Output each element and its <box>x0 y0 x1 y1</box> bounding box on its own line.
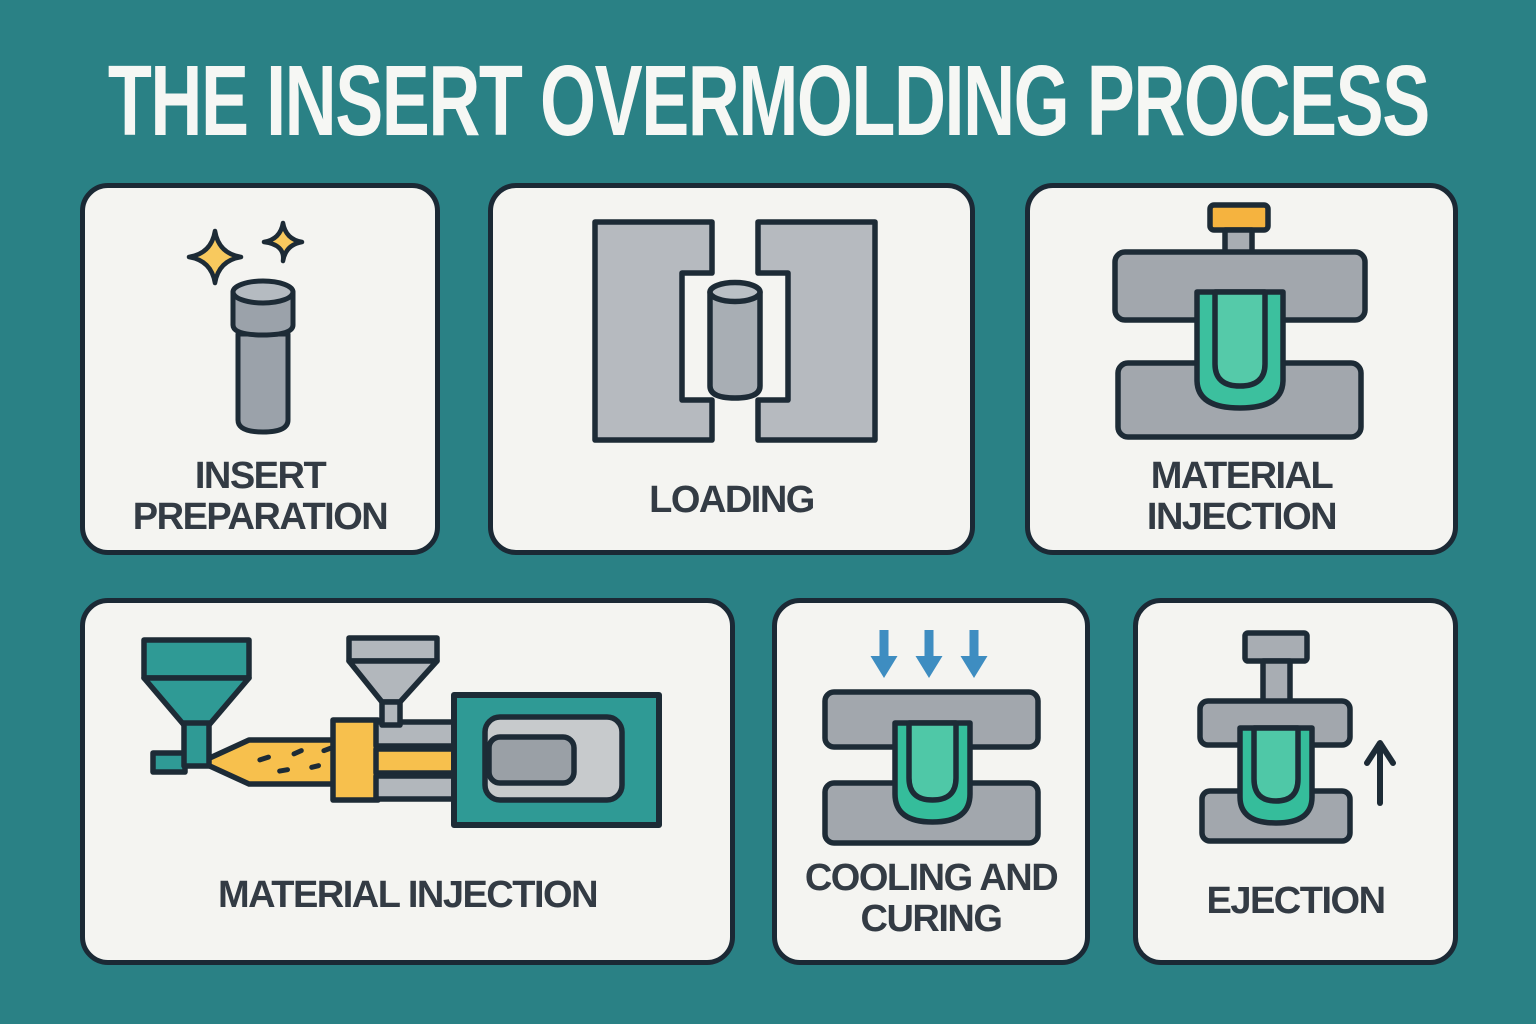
sparkle-icon <box>186 220 305 286</box>
press-cap <box>1242 630 1310 664</box>
card-label-line: INSERT <box>194 455 327 497</box>
feed-pipe <box>150 750 188 775</box>
injection-block <box>330 717 381 803</box>
card-label-line: COOLING AND <box>804 857 1059 899</box>
closed-mold-with-injection-nozzle-icon <box>1112 202 1368 440</box>
card-label-line: PREPARATION <box>132 496 389 539</box>
tie-bar-bottom <box>373 773 463 802</box>
card-label: MATERIAL INJECTION <box>85 874 730 916</box>
card-label: INSERT PREPARATION <box>85 455 435 539</box>
card-label: COOLING AND CURING <box>777 857 1085 941</box>
mold-with-ejection-arrow-icon <box>1197 630 1396 844</box>
material-hopper-gray <box>346 635 440 728</box>
barrel-nozzle <box>198 737 340 787</box>
mold-right-half <box>755 219 878 443</box>
injection-molding-machine-icon <box>141 635 662 828</box>
card-cooling-and-curing: COOLING AND CURING <box>772 598 1090 965</box>
page-title: THE INSERT OVERMOLDING PROCESS <box>0 44 1536 157</box>
nozzle-cap <box>1207 202 1271 233</box>
card-material-injection-mold: MATERIAL INJECTION <box>1025 183 1458 555</box>
mold-left-half <box>592 219 715 443</box>
screw-rod <box>373 746 463 776</box>
card-label-line: LOADING <box>649 479 815 521</box>
press-stem <box>1260 658 1293 706</box>
insert-cylinder <box>707 279 763 401</box>
card-label: EJECTION <box>1138 880 1453 922</box>
open-mold-halves-with-insert-icon <box>592 219 878 443</box>
ejection-arrow-up-icon <box>1364 740 1396 806</box>
card-label-line: INJECTION <box>1146 496 1338 539</box>
clamping-unit <box>451 692 662 828</box>
mold-with-cooling-arrows-icon <box>822 630 1041 846</box>
card-label: MATERIAL INJECTION <box>1030 455 1453 539</box>
card-material-injection-machine: MATERIAL INJECTION <box>80 598 735 965</box>
card-ejection: EJECTION <box>1133 598 1458 965</box>
cooling-arrows-down-icon <box>870 630 988 678</box>
molded-green-part <box>892 720 973 825</box>
card-label-line: CURING <box>860 898 1003 941</box>
card-label: LOADING <box>493 479 970 521</box>
card-label-line: MATERIAL INJECTION <box>217 874 599 916</box>
molded-green-part <box>1194 289 1286 411</box>
card-loading: LOADING <box>488 183 975 555</box>
metal-insert-cylinder <box>230 278 296 435</box>
card-label-line: EJECTION <box>1206 880 1386 922</box>
molded-green-part <box>1237 725 1315 826</box>
card-insert-preparation: INSERT PREPARATION <box>80 183 440 555</box>
plastic-pellets <box>257 745 333 774</box>
material-hopper-teal <box>141 637 252 769</box>
card-label-line: MATERIAL <box>1150 455 1334 497</box>
page-title-text: THE INSERT OVERMOLDING PROCESS <box>107 44 1430 157</box>
insert-cylinder-with-sparkles-icon <box>186 220 305 435</box>
